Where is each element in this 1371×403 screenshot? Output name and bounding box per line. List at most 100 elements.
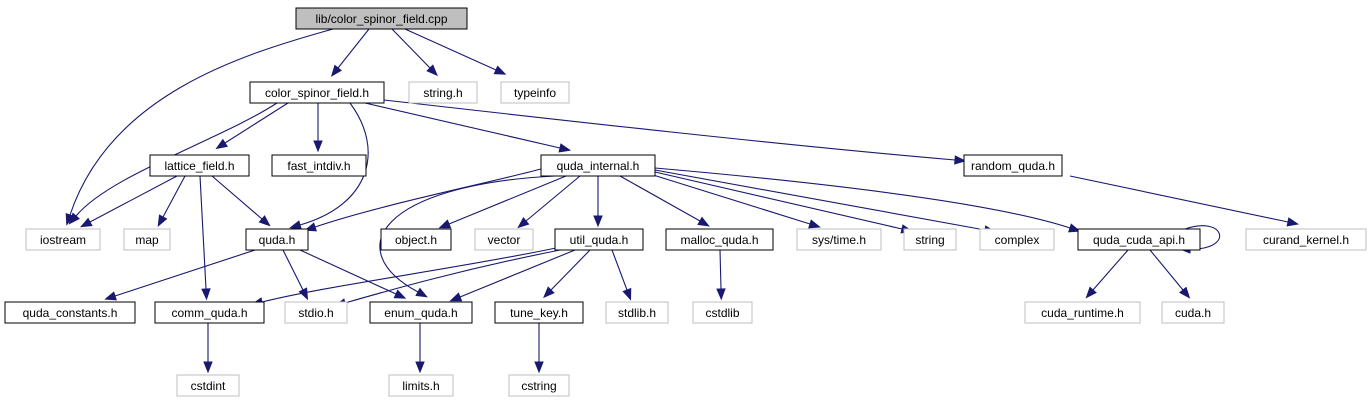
- edge-quda-internal-h-to-quda-h: [304, 168, 542, 232]
- edge-line: [211, 175, 263, 220]
- edge-line: [344, 249, 561, 304]
- edge-line: [550, 249, 591, 291]
- node-color-spinor-field-h[interactable]: color_spinor_field.h: [249, 81, 385, 104]
- edge-arrowhead: [622, 287, 632, 301]
- edge-arrowhead: [543, 286, 555, 299]
- node-curand-kernel-h[interactable]: curand_kernel.h: [1245, 228, 1367, 251]
- node-cstring[interactable]: cstring: [508, 374, 570, 397]
- node-fast-intdiv-h[interactable]: fast_intdiv.h: [271, 154, 367, 177]
- node-label: object.h: [395, 233, 437, 247]
- node-quda-cuda-api-h[interactable]: quda_cuda_api.h: [1077, 228, 1201, 251]
- edge-arrowhead: [716, 288, 726, 301]
- node-limits-h[interactable]: limits.h: [388, 374, 454, 397]
- edge-root-to-iostream: [65, 28, 334, 226]
- edge-line: [261, 247, 557, 303]
- edge-quda-cuda-api-h-to-cuda-h: [1149, 249, 1191, 299]
- node-box: [1161, 301, 1225, 324]
- edge-quda-internal-h-to-object-h: [438, 175, 567, 229]
- edge-line: [89, 175, 178, 223]
- node-label: quda_cuda_api.h: [1093, 233, 1185, 247]
- edge-util-quda-h-to-tune-key-h: [543, 249, 591, 299]
- edge-util-quda-h-to-stdio-h: [334, 249, 561, 308]
- edge-line: [654, 171, 903, 230]
- edge-quda-internal-h-to-malloc-quda-h: [619, 175, 710, 227]
- edge-lattice-field-h-to-quda-h: [211, 175, 271, 227]
- edge-arrowhead: [215, 138, 228, 150]
- edge-quda-internal-h-to-string: [654, 171, 914, 234]
- node-cuda-h[interactable]: cuda.h: [1161, 301, 1225, 324]
- edge-line: [654, 167, 1071, 229]
- node-quda-internal-h[interactable]: quda_internal.h: [540, 154, 656, 177]
- edge-arrowhead: [954, 155, 967, 165]
- node-util-quda-h[interactable]: util_quda.h: [554, 228, 644, 251]
- edge-quda-internal-h-to-quda-cuda-api-h: [654, 167, 1081, 233]
- node-box: [665, 228, 774, 251]
- node-malloc-quda-h[interactable]: malloc_quda.h: [665, 228, 774, 251]
- edge-arrowhead: [104, 291, 117, 301]
- edge-lattice-field-h-to-iostream: [79, 175, 178, 228]
- edge-color-spinor-field-h-to-random-quda-h: [383, 99, 967, 165]
- node-quda-h[interactable]: quda.h: [245, 228, 309, 251]
- node-string-h[interactable]: string.h: [408, 81, 478, 104]
- node-label: stdlib.h: [618, 306, 656, 320]
- edge-line: [337, 28, 370, 69]
- node-comm-quda-h[interactable]: comm_quda.h: [154, 301, 265, 324]
- node-complex[interactable]: complex: [979, 228, 1055, 251]
- node-box: [540, 154, 656, 177]
- node-typeinfo[interactable]: typeinfo: [500, 81, 570, 104]
- node-random-quda-h[interactable]: random_quda.h: [963, 154, 1063, 177]
- edge-arrowhead: [1286, 217, 1300, 227]
- node-string[interactable]: string: [903, 228, 957, 251]
- node-tune-key-h[interactable]: tune_key.h: [494, 301, 584, 324]
- edge-line: [459, 249, 576, 298]
- edge-arrowhead: [258, 215, 271, 227]
- node-box: [154, 301, 265, 324]
- edge-root-to-color-spinor-field-h: [330, 28, 370, 77]
- edge-comm-quda-h-to-cstdint: [203, 323, 213, 374]
- node-lattice-field-h[interactable]: lattice_field.h: [149, 154, 250, 177]
- node-stdlib-h[interactable]: stdlib.h: [605, 301, 669, 324]
- node-box: [408, 81, 478, 104]
- node-box: [149, 154, 250, 177]
- edge-quda-internal-h-to-enum-quda-h: [379, 175, 556, 298]
- node-object-h[interactable]: object.h: [380, 228, 452, 251]
- node-label: util_quda.h: [570, 233, 629, 247]
- node-map[interactable]: map: [123, 228, 171, 251]
- node-enum-quda-h[interactable]: enum_quda.h: [369, 301, 473, 324]
- node-label: limits.h: [402, 379, 439, 393]
- node-box: [123, 228, 171, 251]
- node-label: lib/color_spinor_field.cpp: [315, 12, 447, 26]
- node-label: color_spinor_field.h: [265, 86, 369, 100]
- node-label: cstdint: [191, 379, 226, 393]
- node-label: cstring: [521, 379, 556, 393]
- node-box: [500, 81, 570, 104]
- edge-lattice-field-h-to-map: [157, 175, 186, 227]
- edge-arrowhead: [393, 289, 407, 299]
- node-label: malloc_quda.h: [680, 233, 758, 247]
- edge-line: [391, 28, 431, 69]
- edge-util-quda-h-to-stdlib-h: [611, 249, 632, 301]
- node-sys-time-h[interactable]: sys/time.h: [796, 228, 882, 251]
- edge-quda-internal-h-to-sys-time-h: [649, 173, 821, 229]
- node-cstdlib[interactable]: cstdlib: [692, 301, 753, 324]
- node-label: vector: [488, 233, 521, 247]
- node-cuda-runtime-h[interactable]: cuda_runtime.h: [1024, 301, 1141, 324]
- node-root[interactable]: lib/color_spinor_field.cpp: [295, 7, 468, 30]
- edge-arrowhead: [289, 220, 302, 230]
- edge-arrowhead: [558, 143, 572, 153]
- edge-line: [654, 169, 986, 231]
- node-box: [605, 301, 669, 324]
- node-quda-constants-h[interactable]: quda_constants.h: [4, 301, 136, 324]
- node-box: [554, 228, 644, 251]
- edge-root-to-typeinfo: [404, 28, 507, 75]
- node-cstdint[interactable]: cstdint: [176, 374, 240, 397]
- edge-arrowhead: [808, 219, 821, 229]
- node-vector[interactable]: vector: [474, 228, 534, 251]
- edge-tune-key-h-to-cstring: [534, 323, 544, 374]
- node-iostream[interactable]: iostream: [25, 228, 101, 251]
- edge-arrowhead: [438, 219, 452, 229]
- node-stdio-h[interactable]: stdio.h: [284, 301, 348, 324]
- edge-arrowhead: [157, 214, 168, 227]
- edge-color-spinor-field-h-to-fast-intdiv-h: [313, 103, 323, 153]
- edge-line: [383, 99, 956, 161]
